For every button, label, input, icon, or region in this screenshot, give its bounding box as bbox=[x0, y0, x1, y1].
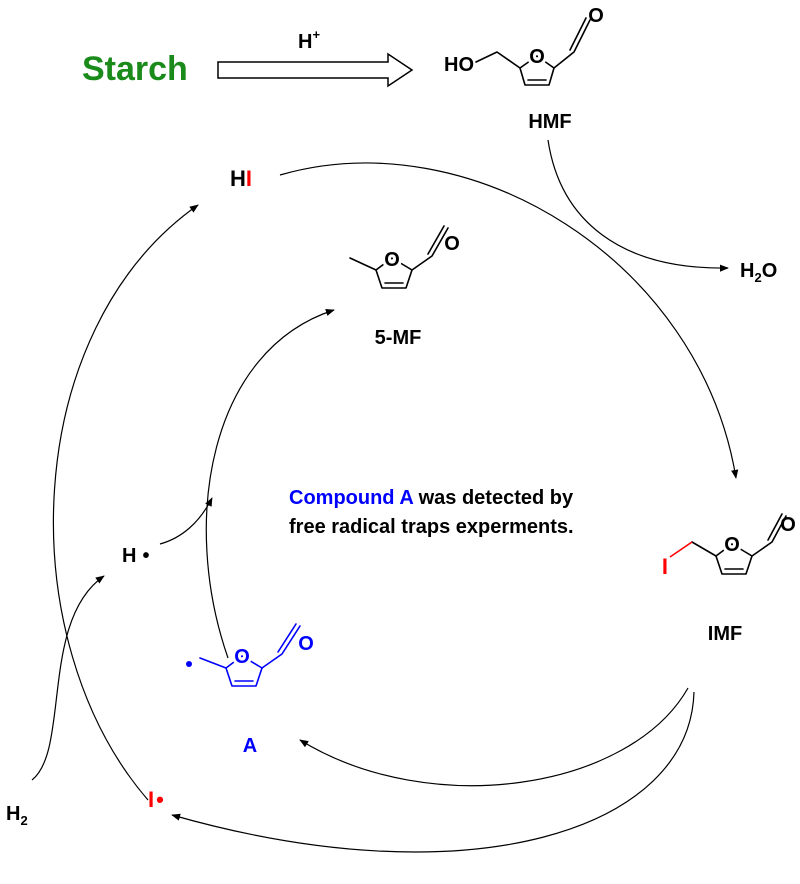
water-subscript: 2 bbox=[754, 270, 761, 285]
imf-iodine-bond bbox=[669, 541, 693, 558]
water-label: H2O bbox=[740, 260, 777, 285]
iodine-radical-label: I• bbox=[148, 787, 164, 812]
compound-a-to-mf5-arrow bbox=[205, 309, 335, 659]
imf-carbonyl-oxygen: O bbox=[780, 514, 796, 536]
compound-a-ring-oxygen: O bbox=[234, 646, 250, 668]
hi-label: HI bbox=[230, 166, 252, 191]
hi-iodine: I bbox=[246, 166, 252, 191]
imf-ring-oxygen: O bbox=[724, 534, 740, 556]
hmf-hydroxyl-label: HO bbox=[444, 54, 474, 76]
imf-to-compound-a-arrow bbox=[299, 687, 689, 787]
hydrogen-label: H2 bbox=[6, 803, 28, 828]
hmf-carbonyl-oxygen: O bbox=[588, 5, 604, 27]
imf-to-iodine-radical-arrow bbox=[171, 691, 695, 853]
iodine-radical-to-hi-arrow bbox=[52, 204, 199, 801]
compound-a-highlight: Compound A bbox=[289, 487, 413, 509]
hmf-ring-oxygen: O bbox=[529, 46, 545, 68]
detection-note-line-1: Compound A was detected by bbox=[289, 487, 574, 509]
mf5-name: 5-MF bbox=[375, 327, 422, 349]
compound-a-structure: O O A bbox=[186, 623, 314, 757]
hydrogen-subscript: 2 bbox=[20, 813, 27, 828]
compound-a-name: A bbox=[243, 735, 257, 757]
hmf-to-water-arrow bbox=[547, 139, 729, 272]
acid-label: H+ bbox=[298, 27, 320, 53]
detection-note-line-2: free radical traps experments. bbox=[289, 516, 574, 538]
acid-superscript: + bbox=[312, 27, 320, 42]
hmf-structure: O O HO HMF bbox=[444, 5, 604, 133]
starch-label: Starch bbox=[82, 50, 188, 88]
mf5-ring-oxygen: O bbox=[384, 249, 400, 271]
imf-name: IMF bbox=[708, 623, 742, 645]
mf5-structure: O O 5-MF bbox=[349, 225, 460, 349]
compound-a-carbonyl-oxygen: O bbox=[298, 633, 314, 655]
hydrogen-to-h-radical-arrow bbox=[31, 575, 105, 781]
starch-to-hmf-arrow bbox=[217, 52, 414, 88]
h-radical-to-mf5-arrow bbox=[159, 497, 213, 545]
imf-structure: I O O IMF bbox=[662, 513, 796, 645]
hi-to-imf-arrow bbox=[279, 162, 739, 479]
imf-iodine-label: I bbox=[662, 554, 668, 579]
hmf-name: HMF bbox=[528, 111, 571, 133]
mf5-carbonyl-oxygen: O bbox=[444, 233, 460, 255]
h-radical-label: H• bbox=[122, 545, 149, 567]
compound-a-radical-dot bbox=[186, 661, 192, 667]
